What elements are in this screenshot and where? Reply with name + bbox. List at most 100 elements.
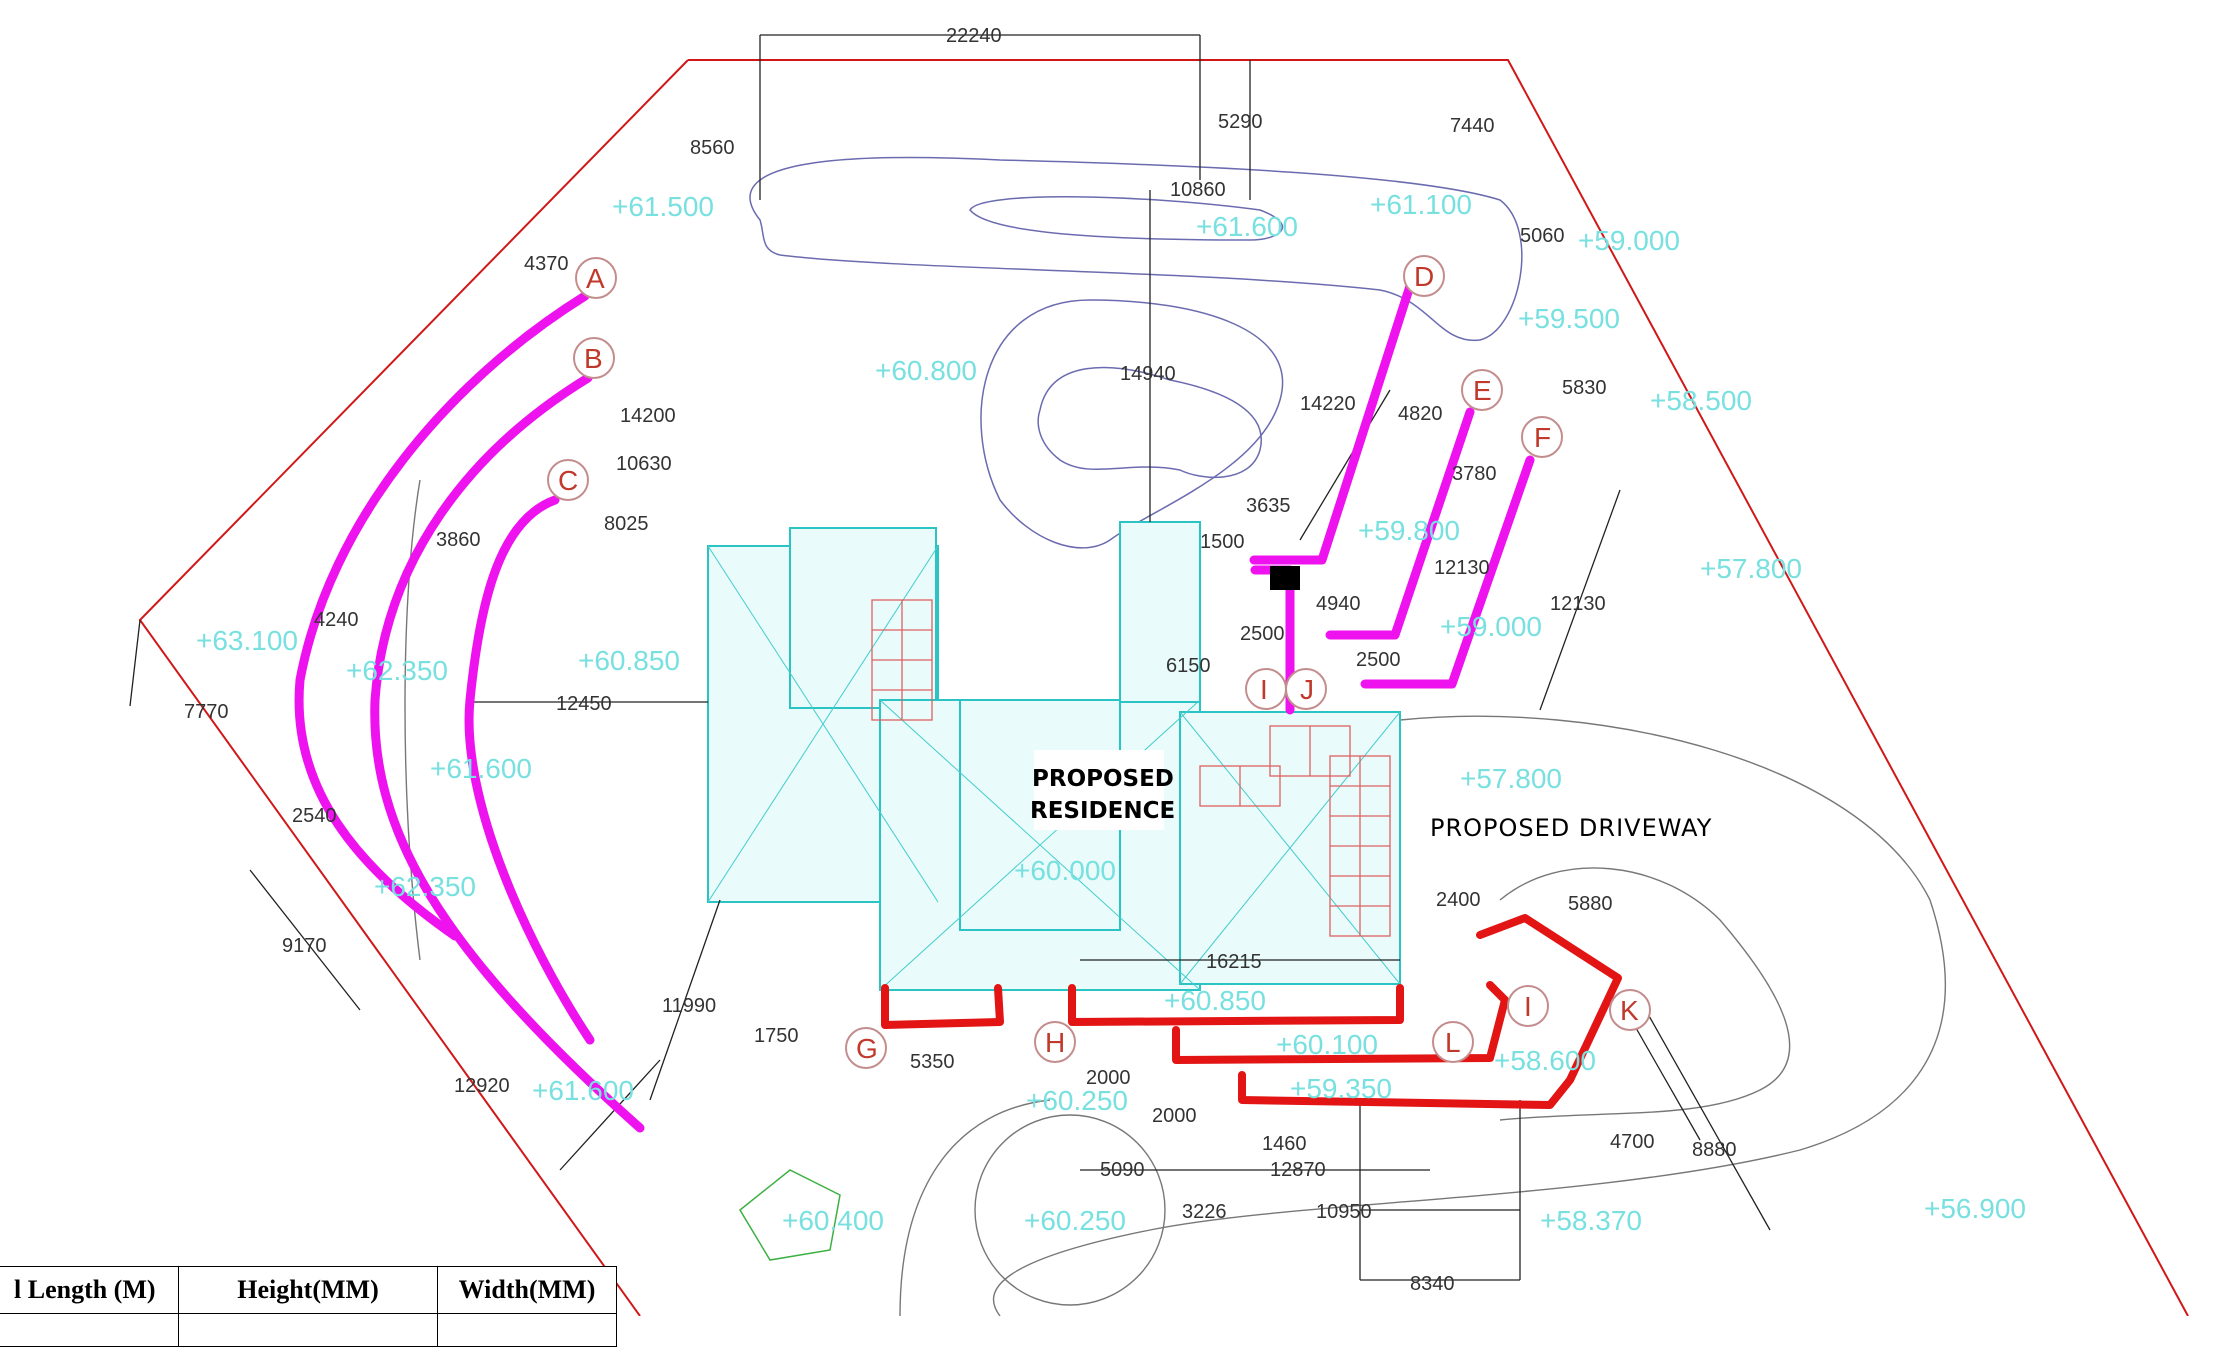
svg-text:+59.350: +59.350	[1290, 1073, 1392, 1104]
legend-table: l Length (M) Height(MM) Width(MM)	[0, 1266, 617, 1347]
svg-text:+60.800: +60.800	[875, 355, 977, 386]
property-boundary	[688, 59, 2189, 1316]
marker-a: A	[575, 257, 617, 299]
svg-text:22240: 22240	[946, 25, 1002, 47]
svg-text:10630: 10630	[616, 453, 672, 475]
svg-text:4700: 4700	[1610, 1131, 1655, 1153]
svg-text:+58.600: +58.600	[1494, 1045, 1596, 1076]
svg-text:2000: 2000	[1152, 1105, 1197, 1127]
svg-text:+59.000: +59.000	[1440, 611, 1542, 642]
svg-text:3780: 3780	[1452, 463, 1497, 485]
svg-text:8880: 8880	[1692, 1139, 1737, 1161]
svg-text:I: I	[1524, 991, 1532, 1022]
svg-text:1460: 1460	[1262, 1133, 1307, 1155]
svg-text:+61.100: +61.100	[1370, 189, 1472, 220]
svg-text:G: G	[856, 1033, 878, 1064]
svg-text:+57.800: +57.800	[1460, 763, 1562, 794]
svg-text:7440: 7440	[1450, 115, 1495, 137]
svg-text:10860: 10860	[1170, 179, 1226, 201]
legend-cell	[0, 1313, 179, 1347]
retaining-walls-pink	[294, 281, 1535, 1133]
svg-text:4240: 4240	[314, 609, 359, 631]
svg-text:3860: 3860	[436, 529, 481, 551]
svg-text:2500: 2500	[1240, 623, 1285, 645]
legend-col-width: Width(MM)	[437, 1266, 617, 1314]
marker-e: E	[1461, 369, 1503, 411]
svg-text:E: E	[1473, 375, 1492, 406]
svg-text:B: B	[584, 343, 603, 374]
svg-text:H: H	[1045, 1027, 1065, 1058]
marker-f: F	[1521, 416, 1563, 458]
svg-text:12130: 12130	[1434, 557, 1490, 579]
legend-col-length: l Length (M)	[0, 1266, 179, 1314]
svg-text:+60.250: +60.250	[1024, 1205, 1126, 1236]
svg-text:8340: 8340	[1410, 1273, 1455, 1295]
marker-c: C	[547, 459, 589, 501]
svg-text:+58.370: +58.370	[1540, 1205, 1642, 1236]
svg-text:6150: 6150	[1166, 655, 1211, 677]
legend-col-height: Height(MM)	[178, 1266, 438, 1314]
svg-text:2400: 2400	[1436, 889, 1481, 911]
svg-text:A: A	[586, 263, 605, 294]
marker-b: B	[573, 337, 615, 379]
svg-text:+60.850: +60.850	[1164, 985, 1266, 1016]
svg-text:14940: 14940	[1120, 363, 1176, 385]
svg-text:1500: 1500	[1200, 531, 1245, 553]
svg-text:+61.600: +61.600	[1196, 211, 1298, 242]
black-block	[1270, 566, 1300, 590]
svg-text:+61.600: +61.600	[430, 753, 532, 784]
svg-text:14220: 14220	[1300, 393, 1356, 415]
svg-text:11990: 11990	[662, 995, 716, 1017]
svg-text:K: K	[1620, 995, 1639, 1026]
svg-text:+61.600: +61.600	[532, 1075, 634, 1106]
svg-text:+59.000: +59.000	[1578, 225, 1680, 256]
svg-text:3635: 3635	[1246, 495, 1291, 517]
svg-text:L: L	[1445, 1027, 1461, 1058]
residence-label-line1: PROPOSED	[1032, 766, 1174, 792]
svg-text:5090: 5090	[1100, 1159, 1145, 1181]
svg-text:16215: 16215	[1206, 951, 1262, 973]
marker-i: I	[1245, 668, 1287, 710]
svg-text:D: D	[1414, 261, 1434, 292]
svg-text:+57.800: +57.800	[1700, 553, 1802, 584]
driveway-label: PROPOSED DRIVEWAY	[1430, 814, 1712, 842]
svg-text:+60.100: +60.100	[1276, 1029, 1378, 1060]
svg-text:F: F	[1534, 422, 1551, 453]
svg-text:2000: 2000	[1086, 1067, 1131, 1089]
svg-text:3226: 3226	[1182, 1201, 1227, 1223]
marker-d: D	[1403, 255, 1445, 297]
svg-text:12870: 12870	[1270, 1159, 1326, 1181]
proposed-residence-roof	[707, 521, 1401, 991]
svg-text:5290: 5290	[1218, 111, 1263, 133]
svg-text:4820: 4820	[1398, 403, 1443, 425]
svg-text:14200: 14200	[620, 405, 676, 427]
svg-text:+62.350: +62.350	[346, 655, 448, 686]
marker-k: K	[1609, 989, 1651, 1031]
property-boundary-west	[138, 59, 689, 1316]
svg-text:+60.850: +60.850	[578, 645, 680, 676]
marker-l: L	[1432, 1021, 1474, 1063]
marker-i2: I	[1507, 985, 1549, 1027]
svg-text:5350: 5350	[910, 1051, 955, 1073]
spot-levels: +61.500 +61.600 +61.100 +59.000 +59.500 …	[196, 189, 2026, 1236]
svg-text:12920: 12920	[454, 1075, 510, 1097]
dimension-lines	[129, 34, 1771, 1281]
svg-text:+62.350: +62.350	[374, 871, 476, 902]
legend-cell	[437, 1313, 617, 1347]
svg-text:4940: 4940	[1316, 593, 1361, 615]
svg-text:+60.250: +60.250	[1026, 1085, 1128, 1116]
svg-text:10950: 10950	[1316, 1201, 1372, 1223]
site-plan-drawing: A B C D E F G H I J L I K +61.500 +61.60…	[129, 25, 2189, 1316]
svg-text:+60.000: +60.000	[1014, 855, 1116, 886]
legend-cell	[178, 1313, 438, 1347]
svg-text:4370: 4370	[524, 253, 569, 275]
svg-text:+60.400: +60.400	[782, 1205, 884, 1236]
retaining-walls-red	[881, 914, 1622, 1109]
svg-text:+61.500: +61.500	[612, 191, 714, 222]
svg-text:+59.500: +59.500	[1518, 303, 1620, 334]
svg-text:2540: 2540	[292, 805, 337, 827]
svg-text:I: I	[1260, 674, 1268, 705]
svg-text:8025: 8025	[604, 513, 649, 535]
marker-h: H	[1034, 1021, 1076, 1063]
svg-text:J: J	[1300, 674, 1314, 705]
